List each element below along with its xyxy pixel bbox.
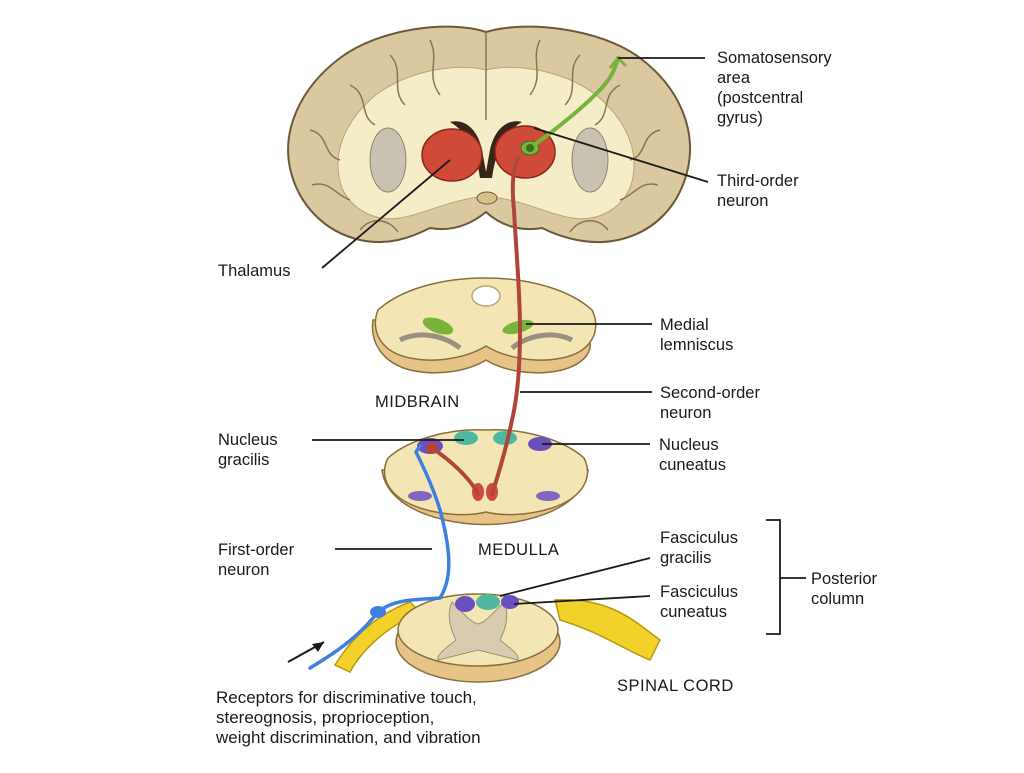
label-line: Third-order: [717, 172, 799, 190]
olive-right: [536, 491, 560, 501]
label-line: First-order: [218, 541, 295, 559]
section-label-spinal-cord: SPINAL CORD: [617, 677, 734, 695]
label-line: neuron: [218, 561, 270, 579]
label-somatosensory-area: Somatosensory area (postcentral gyrus): [717, 48, 832, 128]
label-line: Nucleus: [218, 431, 278, 449]
label-line: column: [811, 590, 865, 608]
section-label-midbrain: MIDBRAIN: [375, 393, 460, 411]
label-line: gyrus): [717, 109, 763, 127]
label-nucleus-gracilis: Nucleus gracilis: [218, 430, 278, 470]
label-posterior-column: Posterior column: [811, 569, 877, 609]
fasciculus-cuneatus-right-cord: [501, 595, 519, 609]
leader-fasciculus-cuneatus: [513, 595, 651, 605]
label-line: gracilis: [218, 451, 270, 469]
fasciculus-cuneatus-left-cord: [455, 596, 475, 612]
label-receptors: Receptors for discriminative touch, ster…: [216, 688, 481, 748]
label-line: Receptors for discriminative touch,: [216, 688, 477, 707]
cerebrum: [287, 25, 691, 244]
medial-lemniscus-left: [422, 317, 454, 335]
label-line: stereognosis, proprioception,: [216, 708, 435, 727]
label-line: Somatosensory: [717, 49, 832, 67]
label-thalamus: Thalamus: [218, 261, 290, 281]
label-line: gracilis: [660, 549, 712, 567]
label-line: Medial: [660, 316, 709, 334]
label-line: weight discrimination, and vibration: [216, 728, 481, 747]
posterior-column-bracket: [766, 519, 806, 635]
substantia-nigra-right: [510, 332, 574, 351]
label-third-order-neuron: Third-order neuron: [717, 171, 799, 211]
label-line: Nucleus: [659, 436, 719, 454]
section-label-medulla: MEDULLA: [478, 541, 560, 559]
thalamus-left: [421, 128, 483, 182]
label-second-order-neuron: Second-order neuron: [660, 383, 760, 423]
basal-ganglia-right: [571, 127, 609, 193]
first-order-neuron-path: [308, 444, 451, 670]
gyri-folds: [309, 32, 661, 233]
substantia-nigra-left: [398, 332, 462, 351]
label-line: lemniscus: [660, 336, 734, 354]
nerve-root-right: [554, 599, 661, 661]
label-nucleus-cuneatus: Nucleus cuneatus: [659, 435, 726, 475]
fasciculus-gracilis-cord: [476, 594, 500, 610]
gray-matter: [437, 601, 519, 661]
nucleus-gracilis-left: [454, 431, 478, 445]
label-line: Fasciculus: [660, 583, 738, 601]
label-line: cuneatus: [659, 456, 726, 474]
label-fasciculus-gracilis: Fasciculus gracilis: [660, 528, 738, 568]
label-line: Posterior: [811, 570, 878, 588]
cerebral-aqueduct: [471, 285, 501, 307]
label-fasciculus-cuneatus: Fasciculus cuneatus: [660, 582, 738, 622]
leader-lines: [312, 57, 806, 635]
leader-thalamus: [321, 159, 451, 269]
label-line: cuneatus: [660, 603, 727, 621]
third-order-neuron-body: [526, 144, 534, 152]
midbrain-outline: [374, 277, 597, 361]
label-line: neuron: [717, 192, 769, 210]
basal-ganglia-left: [369, 127, 407, 193]
nucleus-gracilis-right: [493, 431, 517, 445]
leader-third-order: [533, 127, 709, 183]
label-first-order-neuron: First-order neuron: [218, 540, 294, 580]
olive-left: [408, 491, 432, 501]
label-line: Thalamus: [218, 262, 291, 280]
midbrain-section: [371, 277, 597, 374]
label-medial-lemniscus: Medial lemniscus: [660, 315, 733, 355]
label-line: area: [717, 69, 751, 87]
label-line: neuron: [660, 404, 712, 422]
nucleus-cuneatus-right: [528, 437, 552, 451]
second-order-neuron-path: [430, 156, 523, 496]
mammillary-bodies: [476, 191, 498, 205]
medulla-outline: [383, 429, 589, 516]
spinal-cord-section: [333, 593, 661, 683]
stimulus-arrowhead: [312, 642, 324, 652]
label-line: (postcentral: [717, 89, 804, 107]
leader-fasciculus-gracilis: [499, 557, 651, 597]
label-line: Fasciculus: [660, 529, 738, 547]
label-line: Second-order: [660, 384, 760, 402]
